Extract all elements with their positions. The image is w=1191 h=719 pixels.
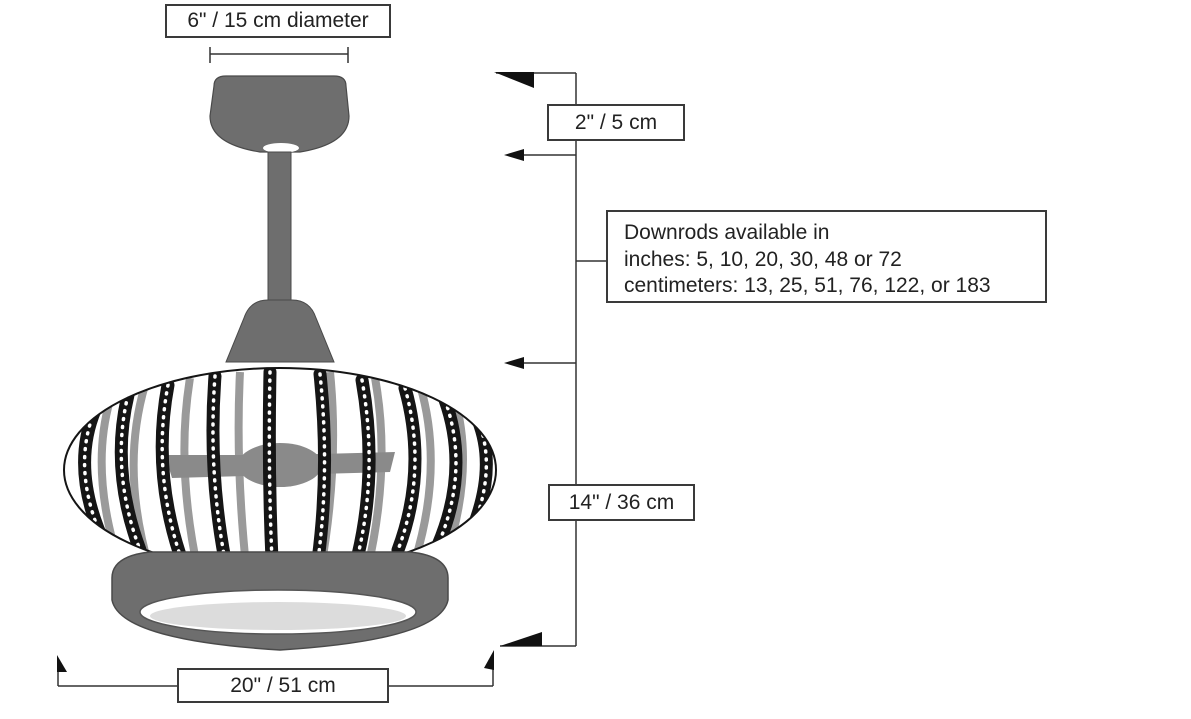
width-label: 20" / 51 cm xyxy=(177,668,389,703)
downrod xyxy=(267,151,292,305)
canopy-collar xyxy=(263,143,299,153)
downrods-line-3: centimeters: 13, 25, 51, 76, 122, or 183 xyxy=(624,274,991,297)
top-diameter-bracket xyxy=(209,47,349,63)
downrods-line-1: Downrods available in xyxy=(624,221,830,244)
height-dimension xyxy=(496,72,606,647)
downrods-line-2: inches: 5, 10, 20, 30, 48 or 72 xyxy=(624,247,902,271)
canopy xyxy=(209,75,350,153)
motor-housing xyxy=(225,299,335,363)
light-diffuser xyxy=(150,602,406,630)
top-diameter-label: 6" / 15 cm diameter xyxy=(165,4,391,38)
body-height-label: 14" / 36 cm xyxy=(548,484,695,521)
canopy-height-label: 2" / 5 cm xyxy=(547,104,685,141)
downrods-info-box: Downrods available in inches: 5, 10, 20,… xyxy=(606,210,1047,303)
dimension-arrowheads xyxy=(494,72,542,646)
width-arrowheads xyxy=(57,650,494,672)
